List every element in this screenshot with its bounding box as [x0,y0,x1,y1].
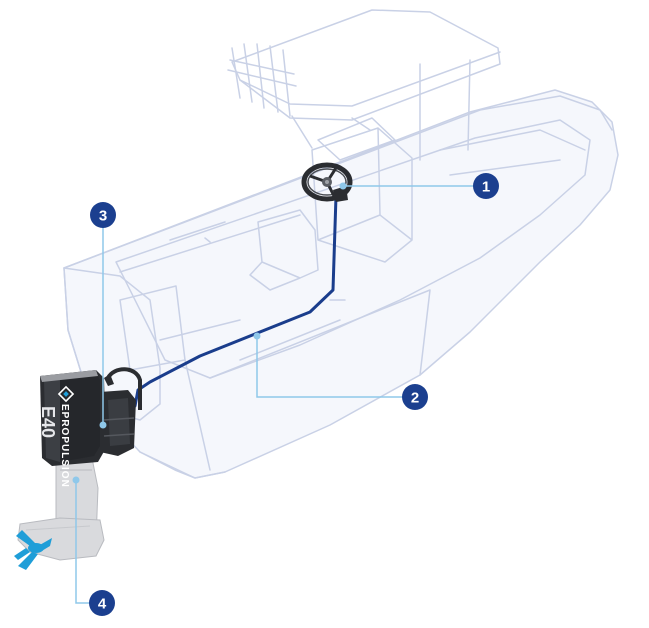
propeller [14,530,52,570]
hull-transom [63,267,161,421]
hull-inner-deck [115,119,591,379]
t-top-canopy-edge [239,51,501,107]
callout-1-label: 1 [482,179,490,196]
leader-2 [256,336,415,398]
rod-holders [227,43,297,117]
leader-dots [72,182,347,484]
leader-dot-4 [72,476,80,484]
steering-wheel-icon [301,162,353,202]
hull-bottom-line [139,451,226,479]
brand-name: EPROPULSION [59,404,70,488]
hull-gunwale [63,95,613,269]
console-windshield [317,117,396,161]
outboard-motor: EPROPULSION E40 [14,367,142,570]
callout-2: 2 [402,384,428,410]
callout-3-label: 3 [99,208,107,225]
callout-1: 1 [473,173,499,199]
rear-seat [249,209,319,291]
bow-interior [439,129,586,176]
leader-dot-1 [339,182,347,190]
hull-outline [63,89,619,479]
leader-dot-2 [253,332,261,340]
boat-hull [63,9,619,479]
deck-detail-1 [119,214,301,273]
model-name: E40 [38,406,58,438]
hull-side-lower [184,289,431,471]
callout-3: 3 [90,202,116,228]
t-top-canopy [231,9,501,121]
t-top-legs [291,59,471,161]
callout-4-label: 4 [98,596,107,613]
leader-dot-3 [99,421,107,429]
center-console [311,127,413,263]
callout-4: 4 [89,590,115,616]
cable-connector [106,367,142,410]
callout-2-label: 2 [411,390,419,407]
